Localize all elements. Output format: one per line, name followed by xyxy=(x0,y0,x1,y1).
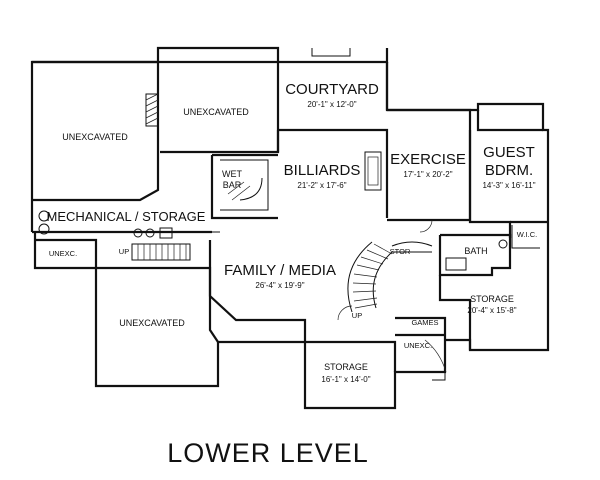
interior-walls xyxy=(32,60,548,372)
label-unexc-w: UNEXC. xyxy=(49,249,77,258)
label-unexcavated-nw: UNEXCAVATED xyxy=(62,132,128,142)
label-up-w: UP xyxy=(119,247,129,256)
label-storage-e-dim: 20'-4" x 15'-8" xyxy=(467,306,516,315)
fixtures xyxy=(38,93,508,381)
floor-title: LOWER LEVEL xyxy=(167,438,369,468)
label-wet-bar-2: BAR xyxy=(223,180,242,190)
label-guest-bdrm-2: BDRM. xyxy=(485,162,533,179)
label-wet-bar-1: WET xyxy=(222,169,242,179)
label-family-media-dim: 26'-4" x 19'-9" xyxy=(255,281,304,290)
label-storage-s: STORAGE xyxy=(324,362,368,372)
label-billiards-dim: 21'-2" x 17'-6" xyxy=(297,181,346,190)
label-bath: BATH xyxy=(464,246,487,256)
label-exercise-dim: 17'-1" x 20'-2" xyxy=(403,170,452,179)
label-unexcavated-n: UNEXCAVATED xyxy=(183,107,249,117)
exterior-walls xyxy=(30,46,550,410)
label-guest-bdrm-1: GUEST xyxy=(483,144,535,161)
curved-stair xyxy=(347,241,433,313)
label-guest-bdrm-dim: 14'-3" x 16'-11" xyxy=(482,181,535,190)
label-billiards: BILLIARDS xyxy=(284,162,361,179)
label-storage-s-dim: 16'-1" x 14'-0" xyxy=(321,375,370,384)
label-mechanical: MECHANICAL / STORAGE xyxy=(47,209,206,224)
label-storage-e: STORAGE xyxy=(470,294,514,304)
label-up-stair: UP xyxy=(352,311,362,320)
label-unexcavated-sw: UNEXCAVATED xyxy=(119,318,185,328)
label-courtyard: COURTYARD xyxy=(285,81,379,98)
label-family-media: FAMILY / MEDIA xyxy=(224,262,336,279)
label-wic: W.I.C. xyxy=(517,230,537,239)
label-stor: STOR xyxy=(390,247,411,256)
label-games: GAMES xyxy=(411,318,438,327)
west-stair xyxy=(131,243,191,261)
label-unexc-s: UNEXC. xyxy=(404,341,432,350)
label-courtyard-dim: 20'-1" x 12'-0" xyxy=(307,100,356,109)
label-exercise: EXERCISE xyxy=(390,151,466,168)
room-labels: UNEXCAVATED UNEXCAVATED COURTYARD 20'-1"… xyxy=(47,81,538,468)
